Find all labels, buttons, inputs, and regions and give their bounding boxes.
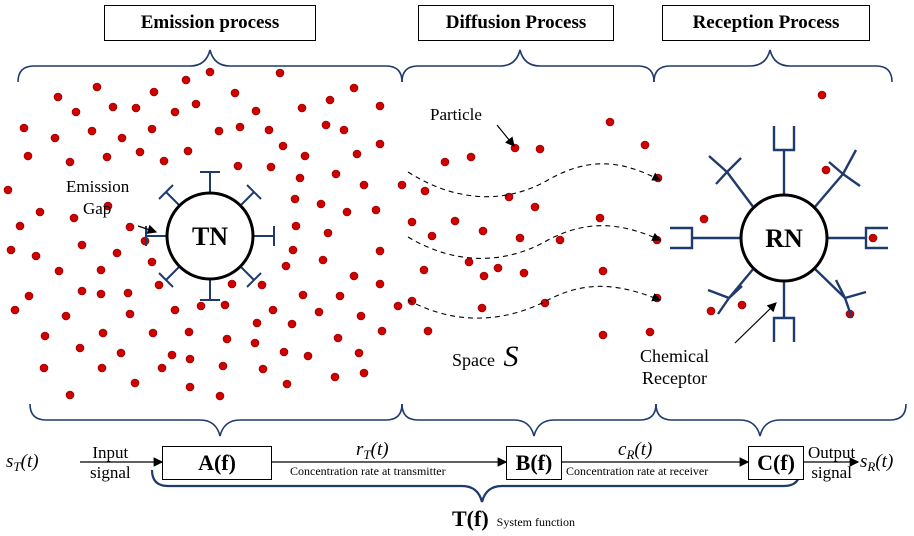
block-b: B(f): [506, 446, 562, 480]
output-signal-symbol: sR(t): [860, 451, 894, 474]
transmitter-emission-gaps: [145, 171, 275, 301]
input-signal-label: Input signal: [90, 443, 131, 482]
brace-system-function: [150, 469, 802, 503]
receiver-node: [739, 193, 829, 283]
particle-pointer: [496, 124, 515, 147]
input-signal-symbol: sT(t): [6, 451, 39, 474]
receptors: [670, 126, 888, 342]
header-reception: Reception Process: [662, 5, 870, 41]
transmitter-rate-caption: Concentration rate at transmitter: [290, 464, 446, 478]
output-signal-label: Output signal: [808, 443, 856, 482]
receptor-pointer: [734, 302, 777, 344]
receiver-rate-symbol: cR(t): [618, 439, 653, 462]
particle-label: Particle: [430, 105, 482, 124]
transmitter-label: TN: [191, 222, 229, 251]
transmitter-node: [165, 191, 255, 281]
brace-top-emission: [17, 49, 403, 83]
block-a: A(f): [162, 446, 272, 480]
brace-top-reception: [653, 49, 893, 83]
brace-top-diffusion: [401, 49, 655, 83]
header-diffusion: Diffusion Process: [418, 5, 614, 41]
brace-bottom-reception: [655, 403, 907, 437]
brace-bottom-diffusion: [401, 403, 657, 437]
brace-bottom-emission: [29, 403, 403, 437]
receiver-label: RN: [765, 224, 803, 253]
space-label: Space S: [452, 340, 519, 373]
space-symbol: S: [503, 340, 519, 373]
transmitter-rate-symbol: rT(t): [356, 439, 389, 462]
system-function-label: T(f) System function: [452, 506, 575, 531]
emission-gap-pointer: [137, 224, 158, 234]
particles: [3, 67, 878, 401]
diffusion-paths: [407, 163, 662, 319]
emission-gap-label: Emission Gap: [66, 177, 130, 218]
block-c: C(f): [748, 446, 804, 480]
chemical-receptor-label: Chemical Receptor: [640, 346, 709, 388]
header-emission: Emission process: [104, 5, 316, 41]
receiver-rate-caption: Concentration rate at receiver: [566, 464, 709, 478]
